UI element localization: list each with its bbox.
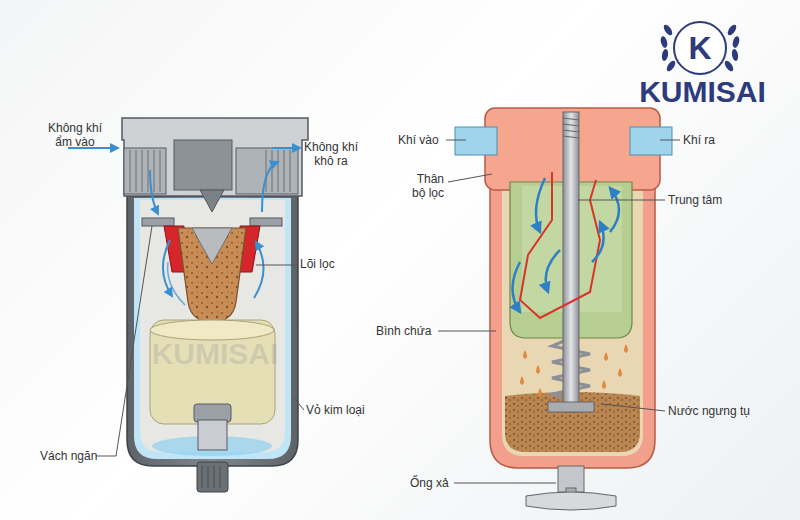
part-label: Không khí ẩm vào	[38, 121, 112, 149]
part-label: Nước ngưng tụ	[668, 404, 778, 418]
leader-lines	[96, 140, 680, 483]
right-filter	[455, 108, 672, 510]
part-label: Vỏ kim loại	[306, 403, 396, 417]
part-label: Bình chứa	[376, 324, 446, 338]
part-label: Không khí khô ra	[294, 140, 368, 168]
part-label: Trung tâm	[668, 193, 758, 207]
part-label: Ống xả	[410, 476, 470, 490]
part-label: Khí ra	[683, 133, 743, 147]
brand-text: KUMISAI	[620, 74, 785, 109]
part-label: Khí vào	[398, 133, 458, 147]
part-label: Vách ngăn	[40, 449, 120, 463]
left-filter	[68, 118, 308, 492]
part-label: Thân bộ lọc	[404, 172, 444, 200]
brand-text: KUMISAI	[140, 336, 290, 371]
logo-letter: K	[688, 31, 711, 65]
logo-emblem: K	[673, 21, 727, 75]
part-label: Lõi lọc	[300, 257, 380, 271]
